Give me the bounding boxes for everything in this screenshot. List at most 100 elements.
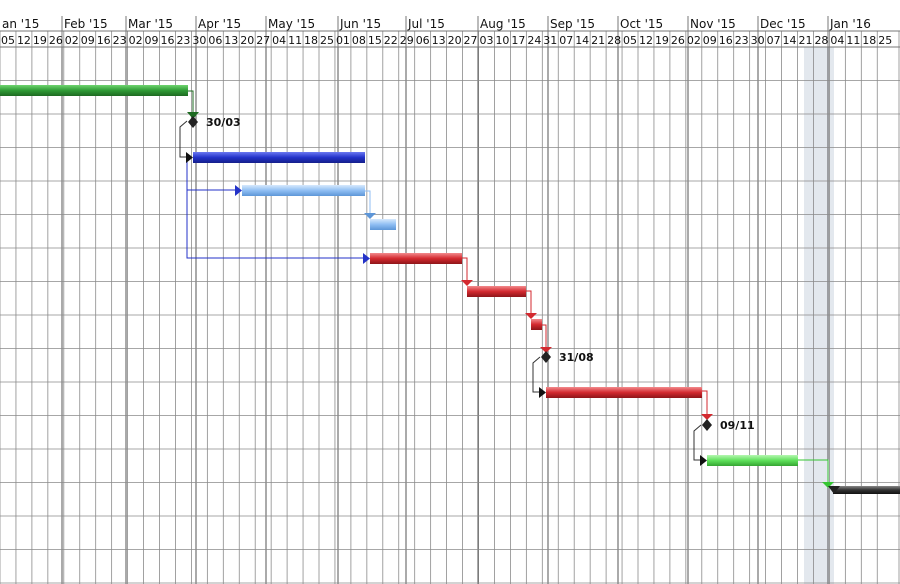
dependency-link xyxy=(179,120,188,158)
milestone-marker[interactable] xyxy=(702,419,712,431)
timeline-week-label: 21 xyxy=(591,34,605,47)
dependency-link xyxy=(365,190,371,214)
timeline-week-label: 23 xyxy=(176,34,190,47)
timeline-week-label: 22 xyxy=(384,34,398,47)
arrowhead xyxy=(186,152,193,163)
arrowhead xyxy=(700,455,707,466)
dependency-link xyxy=(702,390,708,416)
task-bar[interactable] xyxy=(467,286,526,297)
timeline-week-label: 10 xyxy=(495,34,509,47)
timeline-month-label: Mar '15 xyxy=(128,17,173,31)
task-bar[interactable] xyxy=(370,253,462,264)
timeline-week-label: 25 xyxy=(878,34,892,47)
timeline-week-label: 21 xyxy=(799,34,813,47)
dependency-link xyxy=(526,290,532,314)
timeline-week-label: 07 xyxy=(767,34,781,47)
timeline-week-label: 13 xyxy=(432,34,446,47)
arrowhead xyxy=(701,414,713,420)
timeline-week-label: 18 xyxy=(304,34,318,47)
timeline-week-label: 04 xyxy=(272,34,286,47)
timeline-week-label: 17 xyxy=(511,34,525,47)
timeline-week-label: 09 xyxy=(703,34,717,47)
timeline-week-label: 23 xyxy=(735,34,749,47)
arrowhead xyxy=(822,482,834,488)
timeline-week-label: 03 xyxy=(480,34,494,47)
milestone-marker[interactable] xyxy=(188,116,198,128)
timeline-week-label: 20 xyxy=(448,34,462,47)
timeline-week-label: 13 xyxy=(224,34,238,47)
arrowhead xyxy=(461,280,473,286)
arrowhead xyxy=(540,347,552,353)
arrowhead xyxy=(539,387,546,398)
milestone-marker[interactable] xyxy=(541,351,551,363)
timeline-week-label: 27 xyxy=(256,34,270,47)
dependency-link xyxy=(462,257,468,282)
task-bar[interactable] xyxy=(707,455,798,466)
timeline-week-label: 01 xyxy=(336,34,350,47)
timeline-week-label: 28 xyxy=(607,34,621,47)
task-bar[interactable] xyxy=(242,185,365,196)
timeline-week-label: 30 xyxy=(192,34,206,47)
timeline-week-label: 04 xyxy=(830,34,844,47)
timeline-week-label: 26 xyxy=(671,34,685,47)
timeline-month-label: Jan '16 xyxy=(829,17,871,31)
timeline-week-label: 05 xyxy=(623,34,637,47)
timeline-week-label: 30 xyxy=(751,34,765,47)
milestones[interactable]: 30/03 31/08 09/11 xyxy=(188,116,755,432)
task-bar[interactable] xyxy=(546,387,702,398)
summary-bar-start-cap xyxy=(828,486,840,494)
arrowhead xyxy=(363,253,370,264)
timeline-month-label: Aug '15 xyxy=(480,17,526,31)
dependency-link xyxy=(532,356,541,393)
timeline-week-label: 16 xyxy=(161,34,175,47)
timeline-week-label: 19 xyxy=(655,34,669,47)
timeline-week-label: 07 xyxy=(559,34,573,47)
timeline-month-label: Feb '15 xyxy=(64,17,108,31)
timeline-week-label: 29 xyxy=(400,34,414,47)
timeline-week-label: 14 xyxy=(575,34,589,47)
timeline-week-label: 28 xyxy=(814,34,828,47)
timeline-week-label: 31 xyxy=(543,34,557,47)
dependency-arrowheads xyxy=(186,112,834,488)
timeline-grid xyxy=(0,31,900,584)
timeline-week-label: 14 xyxy=(783,34,797,47)
arrowhead xyxy=(364,213,376,219)
timeline-week-label: 18 xyxy=(862,34,876,47)
timeline-month-label: Dec '15 xyxy=(760,17,806,31)
dependency-link xyxy=(541,324,547,349)
task-bars[interactable] xyxy=(0,85,900,494)
task-bar[interactable] xyxy=(833,486,900,494)
timeline-week-label: 19 xyxy=(33,34,47,47)
timeline-month-label: Oct '15 xyxy=(620,17,663,31)
timeline-week-label: 05 xyxy=(1,34,15,47)
task-bar[interactable] xyxy=(531,319,542,330)
timeline-month-label: Sep '15 xyxy=(550,17,595,31)
timeline-week-label: 20 xyxy=(240,34,254,47)
timeline-week-label: 26 xyxy=(49,34,63,47)
task-bar[interactable] xyxy=(0,85,188,96)
timeline-week-label: 23 xyxy=(113,34,127,47)
timeline-week-label: 02 xyxy=(129,34,143,47)
timeline-week-label: 08 xyxy=(352,34,366,47)
timeline-month-label: Nov '15 xyxy=(690,17,736,31)
timeline-week-label: 15 xyxy=(368,34,382,47)
milestone-label: 30/03 xyxy=(206,116,241,129)
timeline-month-label: an '15 xyxy=(2,17,39,31)
timeline-week-label: 11 xyxy=(288,34,302,47)
timeline-month-label: May '15 xyxy=(268,17,315,31)
timeline-month-label: Jun '15 xyxy=(339,17,381,31)
task-bar[interactable] xyxy=(370,219,396,230)
timeline-week-label: 06 xyxy=(208,34,222,47)
dependency-link xyxy=(798,459,829,483)
timeline-week-label: 12 xyxy=(639,34,653,47)
dependency-link xyxy=(693,424,702,461)
timeline-week-label: 27 xyxy=(464,34,478,47)
timeline-week-label: 02 xyxy=(687,34,701,47)
task-bar[interactable] xyxy=(193,152,365,163)
arrowhead xyxy=(525,313,537,319)
timeline-week-label: 16 xyxy=(97,34,111,47)
dependency-link xyxy=(186,190,366,259)
timeline-week-label: 11 xyxy=(846,34,860,47)
